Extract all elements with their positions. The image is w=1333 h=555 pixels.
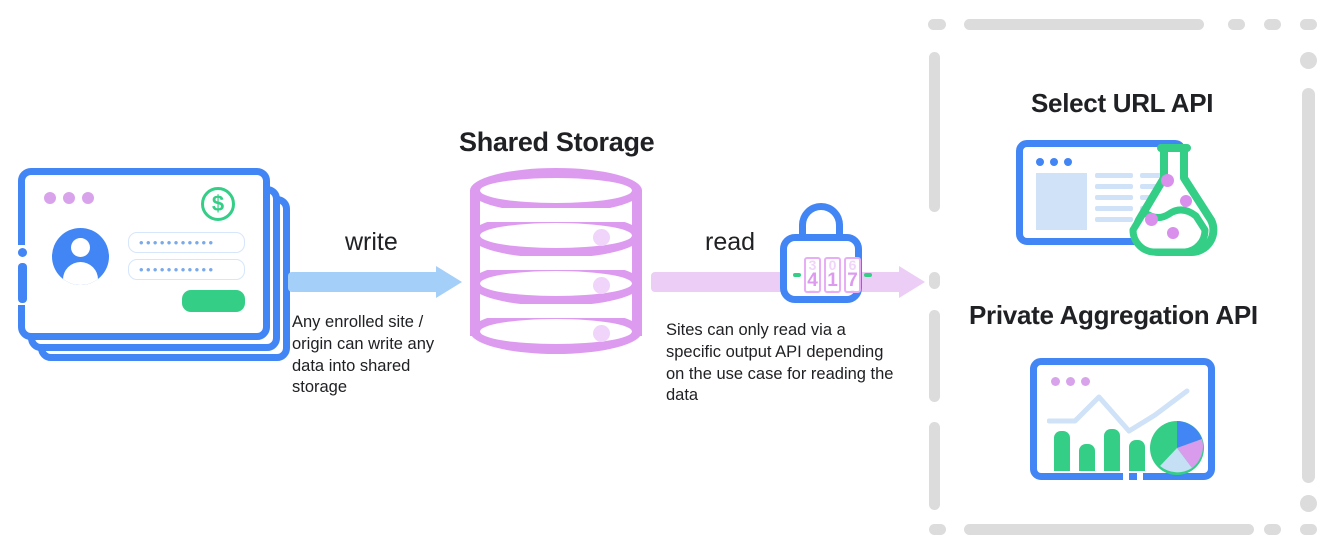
dashboard-dot-1: [1051, 377, 1060, 386]
username-field[interactable]: •••••••••••: [128, 232, 245, 253]
cylinder-top: [470, 168, 642, 213]
flask-bubble-2: [1180, 195, 1192, 207]
card-edge-bar: [18, 263, 27, 303]
frame-dash-top-1: [928, 19, 946, 30]
shared-storage-title: Shared Storage: [459, 127, 655, 157]
lock-dial-2: 0 1 2: [824, 257, 841, 293]
frame-dash-top-5: [1300, 19, 1317, 30]
window-dot-1: [1036, 158, 1044, 166]
submit-button[interactable]: [182, 290, 245, 312]
flask-bubble-3: [1145, 213, 1158, 226]
dashboard-dot-3: [1081, 377, 1090, 386]
lock-dial-3: 6 7 8: [844, 257, 861, 293]
select-url-api-title: Select URL API: [1031, 88, 1214, 118]
cylinder-dot-1: [593, 229, 610, 246]
flask-bubble-1: [1161, 174, 1174, 187]
browser-window-with-flask-icon: [1016, 140, 1231, 260]
dashboard-bar-2: [1079, 444, 1095, 471]
lock-dial-1: 3 4 5: [804, 257, 821, 293]
dashboard-bar-4: [1129, 440, 1145, 471]
dollar-sign-icon: $: [201, 187, 235, 221]
browser-card-front: $ ••••••••••• •••••••••••: [18, 168, 270, 340]
titlebar-dot-3: [82, 192, 94, 204]
dashboard-bar-1: [1054, 431, 1070, 471]
frame-dash-bottom-2: [1264, 524, 1281, 535]
dashboard-line-chart: [1046, 387, 1207, 437]
frame-dash-right-2: [1302, 88, 1315, 483]
frame-dash-right-4: [1300, 524, 1317, 535]
lock-body: 3 4 5 0 1 2 6 7 8: [780, 234, 872, 303]
read-caption: Sites can only read via a specific outpu…: [666, 321, 894, 405]
frame-dash-left-2: [929, 272, 940, 289]
dashboard-bar-3: [1104, 429, 1120, 471]
flask-icon: [1113, 140, 1233, 260]
lock-dash-left: [793, 273, 801, 277]
card-edge-dot: [18, 248, 27, 257]
lock-shackle: [799, 203, 843, 247]
dashboard-dot-2: [1066, 377, 1075, 386]
lock-dash-right: [864, 273, 872, 277]
write-arrow-head: [436, 266, 462, 298]
write-label: write: [345, 228, 398, 256]
write-arrow-shaft: [288, 272, 440, 292]
flask-bubble-4: [1167, 227, 1179, 239]
frame-dash-top-2: [964, 19, 1204, 30]
user-avatar-icon: [52, 228, 109, 285]
password-field[interactable]: •••••••••••: [128, 259, 245, 280]
frame-dash-top-4: [1264, 19, 1281, 30]
read-arrow-head: [899, 266, 925, 298]
frame-dash-left-4: [929, 422, 940, 510]
titlebar-dot-1: [44, 192, 56, 204]
cylinder-dot-3: [593, 325, 610, 342]
window-image-block: [1036, 173, 1087, 230]
frame-dash-bottom-1: [964, 524, 1254, 535]
frame-dash-right-1: [1300, 52, 1317, 69]
frame-dash-top-3: [1228, 19, 1245, 30]
read-label: read: [705, 228, 756, 256]
cylinder-dot-2: [593, 277, 610, 294]
combination-lock-icon: 3 4 5 0 1 2 6 7 8: [780, 203, 872, 303]
frame-dash-left-5: [929, 524, 946, 535]
dashboard-pie-chart: [1150, 421, 1204, 475]
frame-dash-left-1: [929, 52, 940, 212]
window-dot-2: [1050, 158, 1058, 166]
private-aggregation-api-title: Private Aggregation API: [969, 300, 1258, 330]
analytics-dashboard-icon: [1030, 358, 1215, 482]
window-dot-3: [1064, 158, 1072, 166]
write-caption: Any enrolled site / origin can write any…: [292, 313, 435, 397]
frame-dash-right-3: [1300, 495, 1317, 512]
frame-dash-left-3: [929, 310, 940, 402]
database-cylinder-icon: [470, 168, 642, 356]
titlebar-dot-2: [63, 192, 75, 204]
